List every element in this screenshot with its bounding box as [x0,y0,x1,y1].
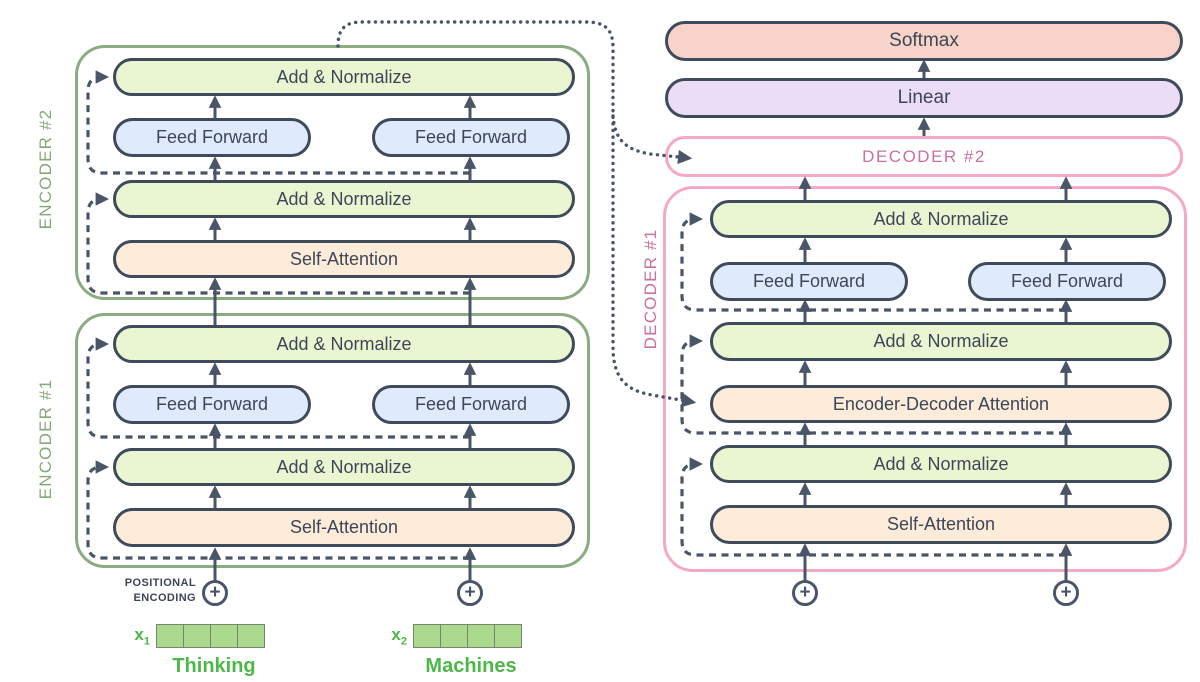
encoder2-add-normalize-top: Add & Normalize [113,58,575,96]
embedding-cell [210,624,238,648]
encoder1-frame [75,313,590,568]
decoder2-box: DECODER #2 [665,136,1183,177]
positional-encoding-line1: POSITIONAL [124,577,196,589]
plus-circle-icon: + [1053,580,1079,606]
embedding-cell [183,624,211,648]
positional-encoding-line2: ENCODING [133,591,196,604]
embedding-cell [156,624,184,648]
embedding-cell [413,624,441,648]
embedding-cell [467,624,495,648]
positional-encoding-label: POSITIONAL ENCODING [100,576,196,606]
encoder1-label: ENCODER #1 [36,378,55,500]
embedding-x2: x2 [385,624,522,648]
decoder1-add-normalize-mid: Add & Normalize [710,322,1172,361]
encoder2-label: ENCODER #2 [36,108,55,230]
decoder1-add-normalize-low: Add & Normalize [710,445,1172,483]
encoder2-add-normalize-mid: Add & Normalize [113,180,575,218]
encoder1-self-attention: Self-Attention [113,508,575,547]
embedding-cell [494,624,522,648]
encoder2-feed-forward-right: Feed Forward [372,118,570,157]
embedding-cell [440,624,468,648]
decoder1-feed-forward-left: Feed Forward [710,262,908,301]
decoder1-encoder-decoder-attention: Encoder-Decoder Attention [710,385,1172,423]
token-word-machines: Machines [425,655,517,677]
embedding-x1: x1 [128,624,265,648]
decoder1-add-normalize-top: Add & Normalize [710,200,1172,238]
decoder1-self-attention: Self-Attention [710,505,1172,544]
plus-circle-icon: + [202,580,228,606]
token-word-thinking: Thinking [172,655,256,677]
plus-circle-icon: + [457,580,483,606]
decoder1-label: DECODER #1 [641,228,660,350]
encoder2-feed-forward-left: Feed Forward [113,118,311,157]
embedding-x2-cells [413,624,522,648]
softmax-box: Softmax [665,21,1183,61]
encoder2-self-attention: Self-Attention [113,240,575,278]
embedding-x1-label: x1 [134,624,150,648]
embedding-cell [237,624,265,648]
encoder1-add-normalize-mid: Add & Normalize [113,448,575,486]
encoder1-add-normalize-top: Add & Normalize [113,325,575,363]
encoder1-feed-forward-left: Feed Forward [113,385,311,424]
embedding-x1-cells [156,624,265,648]
linear-box: Linear [665,78,1183,118]
decoder1-feed-forward-right: Feed Forward [968,262,1166,301]
embedding-x2-label: x2 [391,624,407,648]
encoder1-feed-forward-right: Feed Forward [372,385,570,424]
plus-circle-icon: + [792,580,818,606]
